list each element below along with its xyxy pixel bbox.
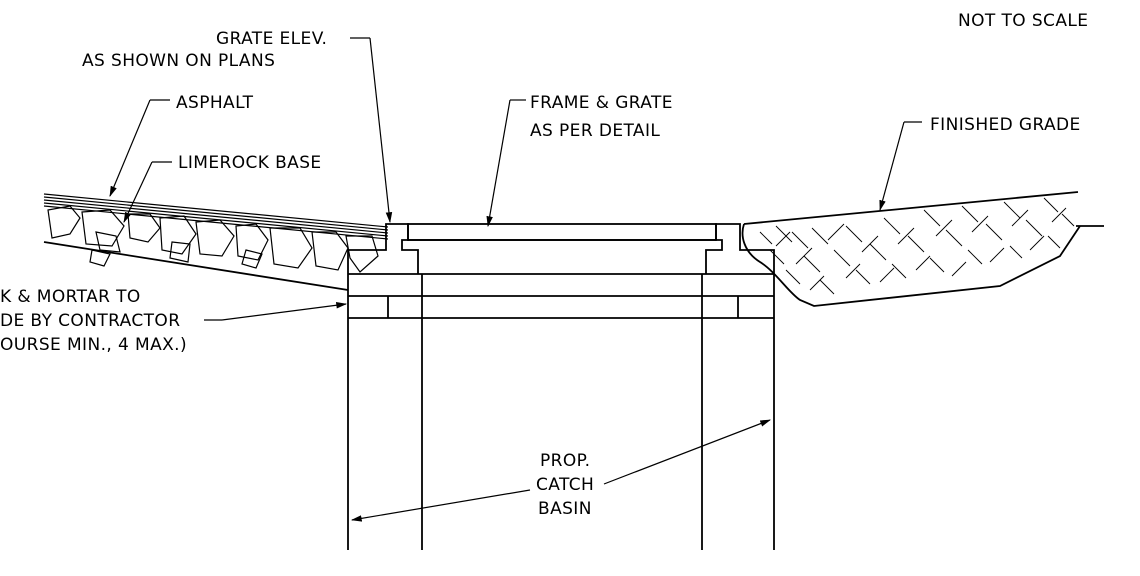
label-grate-elev-line2: AS SHOWN ON PLANS bbox=[82, 51, 275, 71]
leader-grate-elev bbox=[350, 37, 393, 224]
label-finished-grade: FINISHED GRADE bbox=[930, 115, 1081, 135]
label-frame-grate-line2: AS PER DETAIL bbox=[530, 121, 660, 141]
label-brick-line2: DE BY CONTRACTOR bbox=[0, 311, 180, 331]
label-limerock-base: LIMEROCK BASE bbox=[178, 153, 322, 173]
label-basin-line2: CATCH bbox=[536, 475, 594, 495]
soil-hatching bbox=[759, 197, 1075, 295]
scale-note: NOT TO SCALE bbox=[958, 11, 1088, 31]
leader-finished-grade bbox=[879, 121, 922, 212]
leader-limerock bbox=[123, 161, 172, 223]
leader-asphalt bbox=[109, 99, 170, 197]
label-basin-line3: BASIN bbox=[538, 499, 592, 519]
brick-courses bbox=[347, 274, 775, 319]
label-grate-elev-line1: GRATE ELEV. bbox=[216, 29, 327, 49]
leader-brick bbox=[204, 302, 348, 321]
grate bbox=[407, 223, 717, 241]
label-basin-line1: PROP. bbox=[540, 451, 590, 471]
asphalt-layer bbox=[43, 193, 389, 240]
catch-basin-walls bbox=[347, 274, 775, 550]
finished-grade bbox=[741, 191, 1104, 307]
leader-basin-right bbox=[603, 419, 772, 485]
label-brick-line3: OURSE MIN., 4 MAX.) bbox=[0, 335, 187, 355]
label-asphalt: ASPHALT bbox=[176, 93, 254, 113]
label-frame-grate-line1: FRAME & GRATE bbox=[530, 93, 673, 113]
leader-frame-grate bbox=[486, 99, 526, 228]
limerock-base bbox=[43, 205, 379, 291]
leader-basin-left bbox=[350, 489, 531, 522]
label-brick-line1: K & MORTAR TO bbox=[0, 287, 141, 307]
